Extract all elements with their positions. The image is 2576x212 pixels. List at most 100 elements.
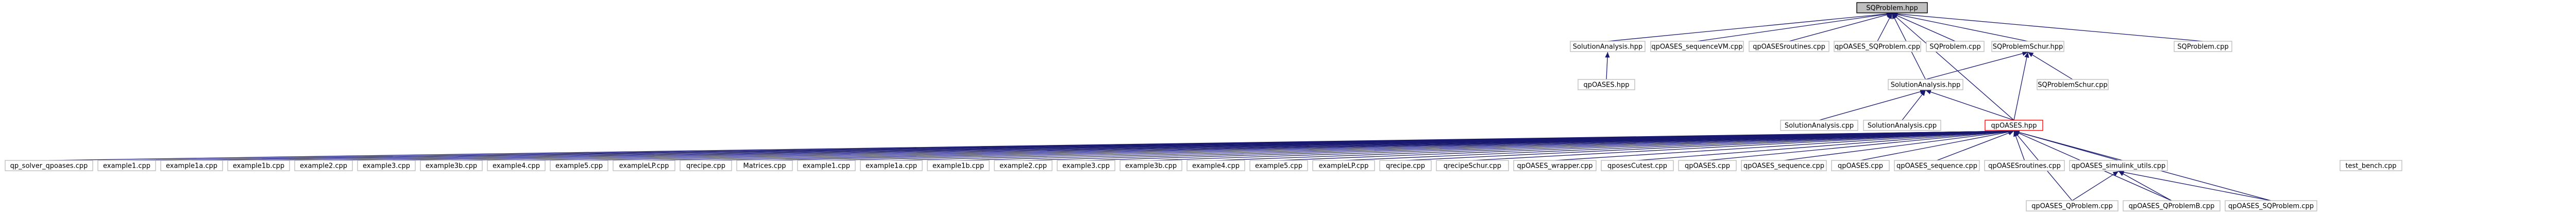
graph-node-n8[interactable]: qpOASES.hpp (1578, 79, 1635, 90)
node-label: Matrices.cpp (743, 162, 786, 170)
dependency-edge (1819, 89, 1926, 121)
dependency-edge (2013, 52, 2029, 121)
graph-node-n5[interactable]: SQProblem.cpp (1926, 41, 1985, 52)
node-box (1249, 160, 1308, 171)
node-label: qpOASES_sequence.cpp (1896, 162, 1977, 170)
node-label: qpOASES_sequenceVM.cpp (1651, 43, 1742, 51)
graph-node-c2[interactable]: qpOASES_SQProblem.cpp (2225, 200, 2317, 211)
node-box (1741, 160, 1827, 171)
node-label: SQProblemSchur.hpp (1993, 43, 2063, 51)
graph-node-b15[interactable]: example2.cpp (994, 160, 1053, 171)
node-label: qpOASES_QProblemB.cpp (2129, 203, 2215, 210)
node-label: qpOASES.cpp (1685, 162, 1730, 170)
graph-node-n11[interactable]: SolutionAnalysis.cpp (1780, 120, 1858, 131)
graph-node-b5[interactable]: example3.cpp (357, 160, 416, 171)
graph-node-b0[interactable]: qp_solver_qpoases.cpp (5, 160, 93, 171)
graph-node-b20[interactable]: exampleLP.cpp (1312, 160, 1375, 171)
graph-node-n13[interactable]: qpOASES.hpp (1985, 120, 2043, 131)
dependency-edge (1150, 128, 2014, 161)
node-box (994, 160, 1053, 171)
dependency-edge (1784, 129, 2014, 161)
node-box (2037, 79, 2109, 90)
graph-node-n9[interactable]: SolutionAnalysis.hpp (1888, 79, 1963, 90)
graph-node-b4[interactable]: example2.cpp (294, 160, 353, 171)
graph-node-n10[interactable]: SQProblemSchur.cpp (2037, 79, 2109, 90)
graph-node-b18[interactable]: example4.cpp (1187, 160, 1245, 171)
graph-node-n0[interactable]: SQProblem.hpp (1856, 2, 1928, 13)
node-box (1678, 160, 1737, 171)
graph-node-b31[interactable]: test_bench.cpp (2340, 160, 2402, 171)
node-label: example1a.cpp (166, 162, 217, 170)
dependency-edge (2013, 131, 2025, 161)
dependency-edge (1937, 131, 2014, 161)
node-label: qpOASES_SQProblem.cpp (2228, 203, 2314, 210)
graph-node-b2[interactable]: example1a.cpp (160, 160, 223, 171)
node-box (2340, 160, 2402, 171)
graph-node-b28[interactable]: qpOASES_sequence.cpp (1894, 160, 1980, 171)
graph-node-b27[interactable]: qpOASES.cpp (1831, 160, 1890, 171)
graph-node-b17[interactable]: example3b.cpp (1120, 160, 1182, 171)
graph-node-b6[interactable]: example3b.cpp (420, 160, 483, 171)
graph-node-b11[interactable]: Matrices.cpp (736, 160, 793, 171)
node-box (1831, 160, 1890, 171)
graph-node-c1[interactable]: qpOASES_QProblemB.cpp (2123, 200, 2221, 211)
graph-node-n1[interactable]: SolutionAnalysis.hpp (1570, 41, 1646, 52)
node-label: qpOASES_simulink_utils.cpp (2072, 162, 2166, 170)
graph-node-b16[interactable]: example3.cpp (1057, 160, 1115, 171)
graph-node-b12[interactable]: example1.cpp (797, 160, 856, 171)
graph-node-b30[interactable]: qpOASES_simulink_utils.cpp (2069, 160, 2168, 171)
node-box (1863, 120, 1941, 131)
dependency-edge (1892, 13, 1956, 42)
node-label: example4.cpp (1192, 162, 1240, 170)
graph-node-b29[interactable]: qpOASESroutines.cpp (1984, 160, 2065, 171)
node-box (1187, 160, 1245, 171)
graph-node-b7[interactable]: example4.cpp (487, 160, 546, 171)
node-box (613, 160, 675, 171)
graph-node-b19[interactable]: example5.cpp (1249, 160, 1308, 171)
graph-node-b1[interactable]: example1.cpp (97, 160, 156, 171)
node-label: example1.cpp (803, 162, 850, 170)
graph-node-b25[interactable]: qpOASES.cpp (1678, 160, 1737, 171)
node-box (294, 160, 353, 171)
graph-node-n12[interactable]: SolutionAnalysis.cpp (1863, 120, 1941, 131)
node-box (227, 160, 290, 171)
dependency-edge (2072, 171, 2119, 201)
node-label: qrecipe.cpp (1386, 162, 1425, 170)
node-box (2026, 200, 2119, 211)
graph-node-b22[interactable]: qrecipeSchur.cpp (1436, 160, 1509, 171)
graph-node-b26[interactable]: qpOASES_sequence.cpp (1741, 160, 1827, 171)
graph-node-b21[interactable]: qrecipe.cpp (1379, 160, 1432, 171)
node-box (1926, 41, 1985, 52)
graph-node-n2[interactable]: qpOASES_sequenceVM.cpp (1650, 41, 1744, 52)
graph-node-b13[interactable]: example1a.cpp (860, 160, 923, 171)
graph-node-b3[interactable]: example1b.cpp (227, 160, 290, 171)
node-box (1436, 160, 1509, 171)
dependency-edge (1902, 90, 1926, 121)
graph-node-b8[interactable]: example5.cpp (550, 160, 608, 171)
graph-node-n3[interactable]: qpOASESroutines.cpp (1749, 41, 1829, 52)
graph-node-c0[interactable]: qpOASES_QProblem.cpp (2026, 200, 2119, 211)
dependency-edge (1607, 11, 1892, 42)
graph-node-b24[interactable]: qposesCutest.cpp (1601, 160, 1674, 171)
node-box (1312, 160, 1375, 171)
graph-node-b23[interactable]: qpOASES_wrapper.cpp (1513, 160, 1597, 171)
graph-node-n6[interactable]: SQProblemSchur.hpp (1991, 41, 2064, 52)
node-box (797, 160, 856, 171)
node-label: SQProblem.hpp (1866, 5, 1918, 12)
graph-node-b10[interactable]: qrecipe.cpp (680, 160, 732, 171)
node-box (5, 160, 93, 171)
node-box (1834, 41, 1921, 52)
node-box (2225, 200, 2317, 211)
graph-node-n7[interactable]: SQProblem.cpp (2174, 41, 2232, 52)
node-box (1894, 160, 1980, 171)
graph-node-b14[interactable]: example1b.cpp (927, 160, 990, 171)
node-box (1780, 120, 1858, 131)
graph-node-b9[interactable]: exampleLP.cpp (613, 160, 675, 171)
node-label: example5.cpp (1255, 162, 1302, 170)
dependency-edge (2027, 52, 2073, 80)
graph-node-n4[interactable]: qpOASES_SQProblem.cpp (1834, 41, 1921, 52)
node-label: example3.cpp (1062, 162, 1110, 170)
node-box (550, 160, 608, 171)
node-label: qpOASES_SQProblem.cpp (1835, 43, 1920, 51)
node-label: SQProblem.cpp (1929, 43, 1980, 51)
